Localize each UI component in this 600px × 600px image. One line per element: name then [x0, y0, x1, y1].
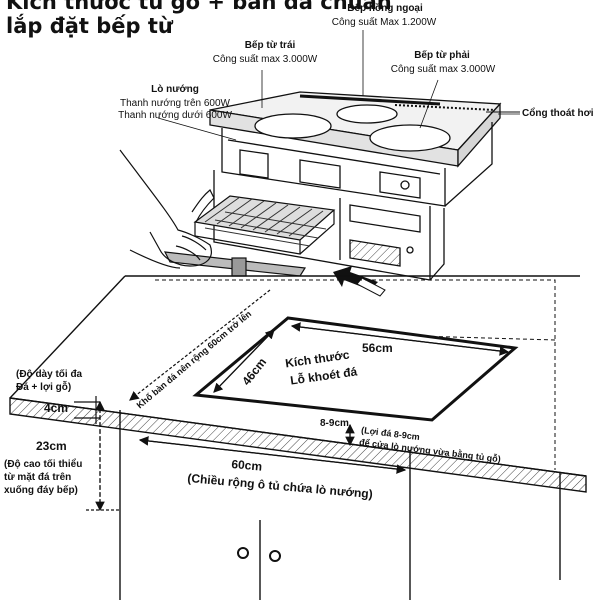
dim-60cm: 60cm: [230, 457, 263, 474]
left-burner: [254, 113, 332, 139]
infrared-burner: [336, 104, 398, 124]
vent-label: Cổng thoát hơi: [522, 108, 594, 119]
oven-bottom-element: Thanh nướng dưới 600W: [118, 110, 232, 121]
left-cooktop-power: Công suất max 3.000W: [212, 54, 318, 65]
title-line-1: Kích thước tủ gỗ + bàn đá chuẩn: [6, 0, 392, 14]
left-cooktop-label: Bếp từ trái: [244, 40, 296, 51]
dim-56cm: 56cm: [362, 341, 393, 355]
height-note-2: từ mặt đá trên: [4, 472, 72, 483]
insert-arrow: [333, 266, 386, 297]
infrared-power: Công suất Max 1.200W: [331, 17, 437, 28]
oven-rack-illustration: [163, 195, 336, 277]
right-cooktop-power: Công suất max 3.000W: [390, 64, 496, 75]
dim-4cm: 4cm: [44, 401, 69, 415]
height-note-1: (Độ cao tối thiểu: [4, 459, 83, 470]
thickness-note-2: Đá + lợi gỗ): [16, 382, 72, 393]
title-line-2: lắp đặt bếp từ: [6, 14, 173, 38]
right-cooktop-label: Bếp từ phải: [414, 50, 470, 61]
countertop-illustration: [9, 275, 587, 600]
thickness-note-1: (Độ dày tối đa: [16, 369, 83, 380]
height-note-3: xuống đáy bếp): [4, 485, 78, 496]
dim-23cm: 23cm: [36, 439, 67, 453]
oven-label: Lò nướng: [151, 84, 199, 95]
margin-8-9cm: 8-9cm: [320, 418, 349, 429]
hands-illustration: [119, 149, 215, 269]
right-burner: [369, 124, 451, 152]
cooktop-illustration: [209, 91, 520, 281]
oven-top-element: Thanh nướng trên 600W: [120, 98, 230, 109]
infrared-label: Bếp hồng ngoại: [347, 3, 423, 14]
cutout-outline: [192, 316, 519, 422]
dimension-lines: [74, 30, 520, 512]
